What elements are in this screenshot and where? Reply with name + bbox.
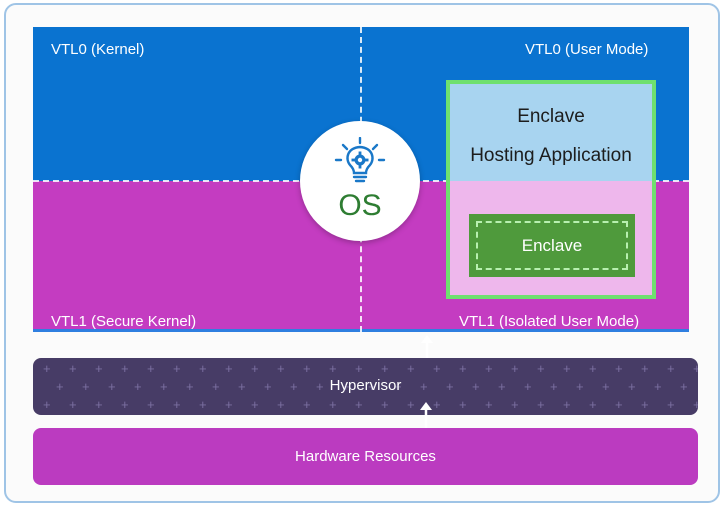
plus-pattern-mark: + [472,379,480,394]
plus-pattern-mark: + [290,379,298,394]
plus-pattern-mark: + [550,379,558,394]
hosting-app-title-line1: Enclave [517,106,585,127]
plus-pattern-mark: + [199,361,207,376]
plus-pattern-mark: + [173,397,181,412]
plus-pattern-mark: + [212,379,220,394]
plus-pattern-mark: + [329,361,337,376]
plus-pattern-mark: + [342,379,350,394]
plus-pattern-mark: + [537,397,545,412]
plus-pattern-mark: + [459,361,467,376]
plus-pattern-mark: + [56,379,64,394]
enclave-dashed-border [476,221,628,270]
plus-pattern-mark: + [251,397,259,412]
plus-pattern-mark: + [511,361,519,376]
plus-pattern-mark: + [667,361,675,376]
plus-pattern-mark: + [277,397,285,412]
vtl1-kernel-label: VTL1 (Secure Kernel) [51,313,197,330]
plus-pattern-mark: + [147,361,155,376]
plus-pattern-mark: + [225,361,233,376]
plus-pattern-mark: + [251,361,259,376]
plus-pattern-mark: + [693,397,698,412]
plus-pattern-mark: + [641,361,649,376]
lightbulb-gear-icon [334,137,386,183]
plus-pattern-mark: + [368,379,376,394]
plus-pattern-mark: + [381,397,389,412]
plus-pattern-mark: + [186,379,194,394]
plus-pattern-mark: + [108,379,116,394]
hypervisor-label: Hypervisor [329,377,402,394]
plus-pattern-mark: + [420,379,428,394]
plus-pattern-mark: + [303,397,311,412]
plus-pattern-mark: + [277,361,285,376]
plus-pattern-mark: + [394,379,402,394]
plus-pattern-mark: + [433,361,441,376]
arrow-up-icon [421,335,433,358]
plus-pattern-mark: + [43,361,51,376]
plus-pattern-mark: + [433,397,441,412]
plus-pattern-mark: + [121,361,129,376]
plus-pattern-mark: + [82,379,90,394]
plus-pattern-mark: + [615,397,623,412]
plus-pattern-mark: + [355,397,363,412]
plus-pattern-mark: + [95,397,103,412]
plus-pattern-mark: + [303,361,311,376]
plus-pattern-mark: + [160,379,168,394]
plus-pattern-mark: + [69,361,77,376]
plus-pattern-mark: + [199,397,207,412]
vtl0-user-label: VTL0 (User Mode) [525,41,649,58]
plus-pattern-mark: + [134,379,142,394]
plus-pattern-mark: + [95,361,103,376]
plus-pattern-mark: + [225,397,233,412]
vtl1-user-label: VTL1 (Isolated User Mode) [459,313,640,330]
plus-pattern-mark: + [524,379,532,394]
plus-pattern-mark: + [563,397,571,412]
plus-pattern-mark: + [667,397,675,412]
plus-pattern-mark: + [238,379,246,394]
plus-pattern-mark: + [654,379,662,394]
plus-pattern-mark: + [589,397,597,412]
plus-pattern-mark: + [121,397,129,412]
hardware-resources-bar: Hardware Resources [33,428,698,485]
plus-pattern-mark: + [173,361,181,376]
plus-pattern-mark: + [407,361,415,376]
hosting-app-title-line2: Hosting Application [470,145,632,166]
plus-pattern-mark: + [69,397,77,412]
hardware-label: Hardware Resources [295,448,436,465]
plus-pattern-mark: + [615,361,623,376]
plus-pattern-mark: + [537,361,545,376]
vtl0-kernel-label: VTL0 (Kernel) [51,41,145,58]
plus-pattern-mark: + [355,361,363,376]
plus-pattern-mark: + [576,379,584,394]
plus-pattern-mark: + [602,379,610,394]
plus-pattern-mark: + [446,379,454,394]
enclave-box: Enclave [469,214,635,277]
plus-pattern-mark: + [498,379,506,394]
os-label: OS [338,189,382,222]
plus-pattern-mark: + [641,397,649,412]
plus-pattern-mark: + [43,397,51,412]
plus-pattern-mark: + [407,397,415,412]
enclave-label: Enclave [521,236,583,255]
plus-pattern-mark: + [147,397,155,412]
plus-pattern-mark: + [459,397,467,412]
plus-pattern-mark: + [485,397,493,412]
os-badge: OS [300,121,420,241]
plus-pattern-mark: + [381,361,389,376]
plus-pattern-mark: + [485,361,493,376]
plus-pattern-mark: + [680,379,688,394]
plus-pattern-mark: + [264,379,272,394]
plus-pattern-mark: + [589,361,597,376]
plus-pattern-mark: + [628,379,636,394]
plus-pattern-mark: + [511,397,519,412]
plus-pattern-mark: + [329,397,337,412]
plus-pattern-mark: + [316,379,324,394]
hypervisor-bar: + + + + + + + + + + + + + + + + + + + + + + + + + + + + + + + + + + + + + + + +… [33,358,698,415]
plus-pattern-mark: + [693,361,698,376]
plus-pattern-mark: + [563,361,571,376]
